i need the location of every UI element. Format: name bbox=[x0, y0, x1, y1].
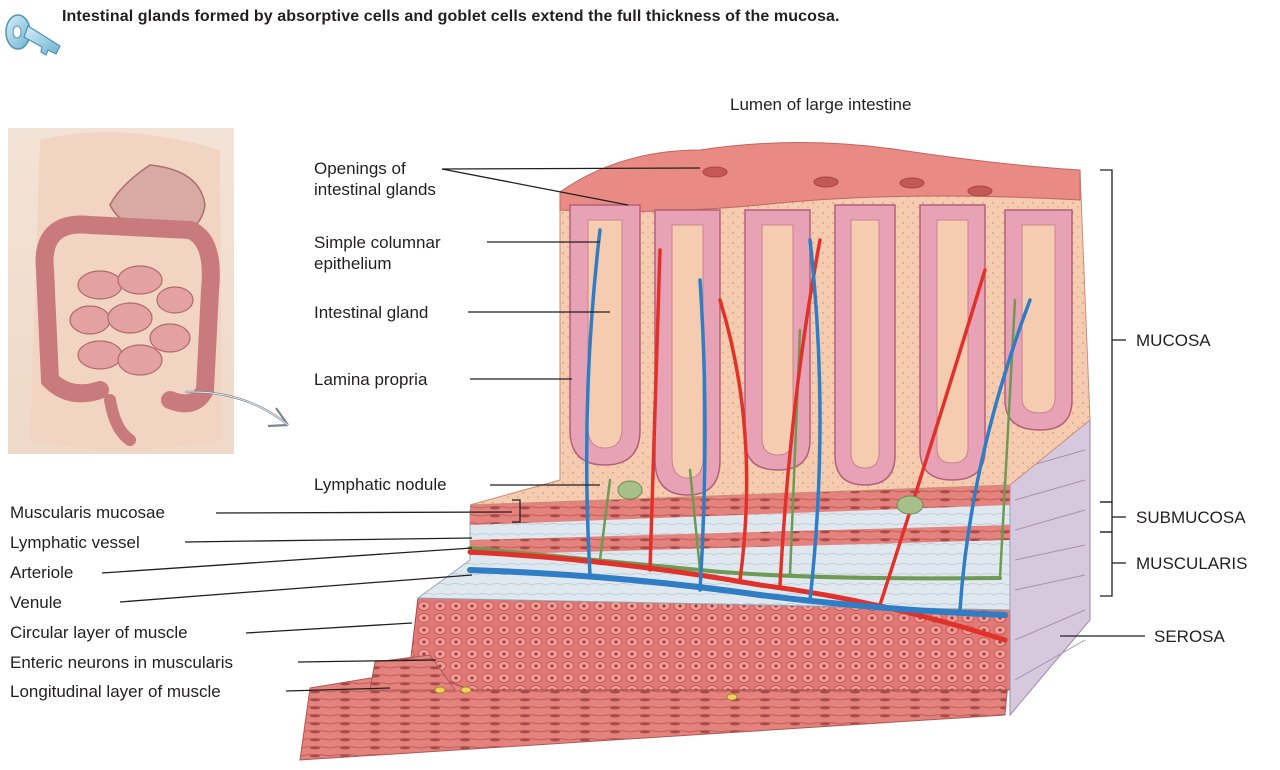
longitudinal-layer-label: Longitudinal layer of muscle bbox=[10, 681, 221, 702]
simple-columnar-label: Simple columnar epithelium bbox=[314, 232, 464, 274]
lymphatic-nodule-label: Lymphatic nodule bbox=[314, 474, 447, 495]
arteriole-label: Arteriole bbox=[10, 562, 73, 583]
mucosa-label: MUCOSA bbox=[1136, 330, 1211, 351]
circular-layer-label: Circular layer of muscle bbox=[10, 622, 188, 643]
muscularis-label: MUSCULARIS bbox=[1136, 553, 1247, 574]
abdomen-illustration bbox=[8, 128, 288, 454]
serosa-label: SEROSA bbox=[1154, 626, 1225, 647]
lamina-propria-label: Lamina propria bbox=[314, 369, 427, 390]
openings-label: Openings of intestinal glands bbox=[314, 158, 464, 200]
submucosa-label: SUBMUCOSA bbox=[1136, 507, 1246, 528]
enteric-neurons-label: Enteric neurons in muscularis bbox=[10, 652, 233, 673]
muscularis-mucosae-label: Muscularis mucosae bbox=[10, 502, 165, 523]
intestinal-gland-label: Intestinal gland bbox=[314, 302, 428, 323]
lymphatic-vessel-label: Lymphatic vessel bbox=[10, 532, 140, 553]
lumen-label: Lumen of large intestine bbox=[730, 94, 911, 115]
venule-label: Venule bbox=[10, 592, 62, 613]
